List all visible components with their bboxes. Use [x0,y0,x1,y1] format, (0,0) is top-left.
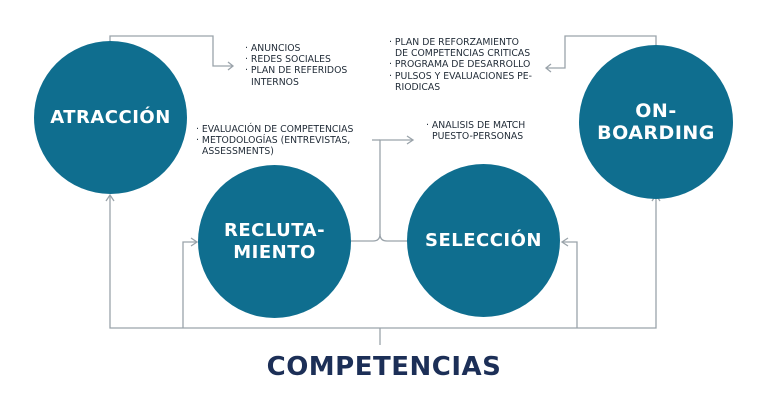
seleccion-notes: ANALISIS DE MATCH PUESTO-PERSONAS [426,120,525,142]
middle-note-connector [350,139,412,242]
note-item: PUESTO-PERSONAS [432,131,524,143]
note-item: REDES SOCIALES [245,54,347,65]
seleccion-circle: SELECCIÓN [407,164,560,317]
note-item: PLAN DE REFERIDOS [245,65,347,76]
competencias-inner-bracket [182,241,578,328]
seleccion-arrow [560,237,569,247]
onboarding-label: ON- BOARDING [597,100,715,144]
atraccion-note-arrow [227,61,235,71]
note-item: EVALUACIÓN DE COMPETENCIAS [196,124,353,135]
note-item: ANALISIS DE MATCH [426,120,525,131]
onboarding-note-connector [546,35,657,69]
reclutamiento-arrow [190,237,199,247]
note-item: ASSESSMENTS) [202,146,274,158]
note-item: METODOLOGÍAS (ENTREVISTAS, [196,135,353,146]
note-item: PULSOS Y EVALUACIONES PE- [389,71,532,82]
onboarding-note-arrow [544,63,552,73]
note-item: PLAN DE REFORZAMIENTO [389,37,532,48]
reclutamiento-circle: RECLUTA- MIENTO [198,165,351,318]
atraccion-circle: ATRACCIÓN [34,41,187,194]
onboarding-circle: ON- BOARDING [579,45,733,199]
note-item: DE COMPETENCIAS CRITICAS [395,48,531,60]
competencias-outer-bracket [109,196,657,329]
atraccion-label: ATRACCIÓN [50,106,171,128]
onboarding-notes: PLAN DE REFORZAMIENTO DE COMPETENCIAS CR… [389,37,532,93]
note-item: ANUNCIOS [245,43,347,54]
middle-note-arrow [406,135,415,145]
note-item: INTERNOS [251,76,299,88]
atraccion-notes: ANUNCIOS REDES SOCIALES PLAN DE REFERIDO… [245,43,347,88]
note-item: PROGRAMA DE DESARROLLO [389,59,532,70]
reclutamiento-label: RECLUTA- MIENTO [223,219,326,263]
note-item: RIODICAS [395,81,441,93]
atraccion-up-arrow [105,193,115,202]
middle-note-connector-b [379,233,412,242]
atraccion-note-connector [109,35,232,67]
reclutamiento-notes: EVALUACIÓN DE COMPETENCIAS METODOLOGÍAS … [196,124,353,158]
competencias-title: COMPETENCIAS [266,352,502,382]
seleccion-label: SELECCIÓN [424,229,542,251]
